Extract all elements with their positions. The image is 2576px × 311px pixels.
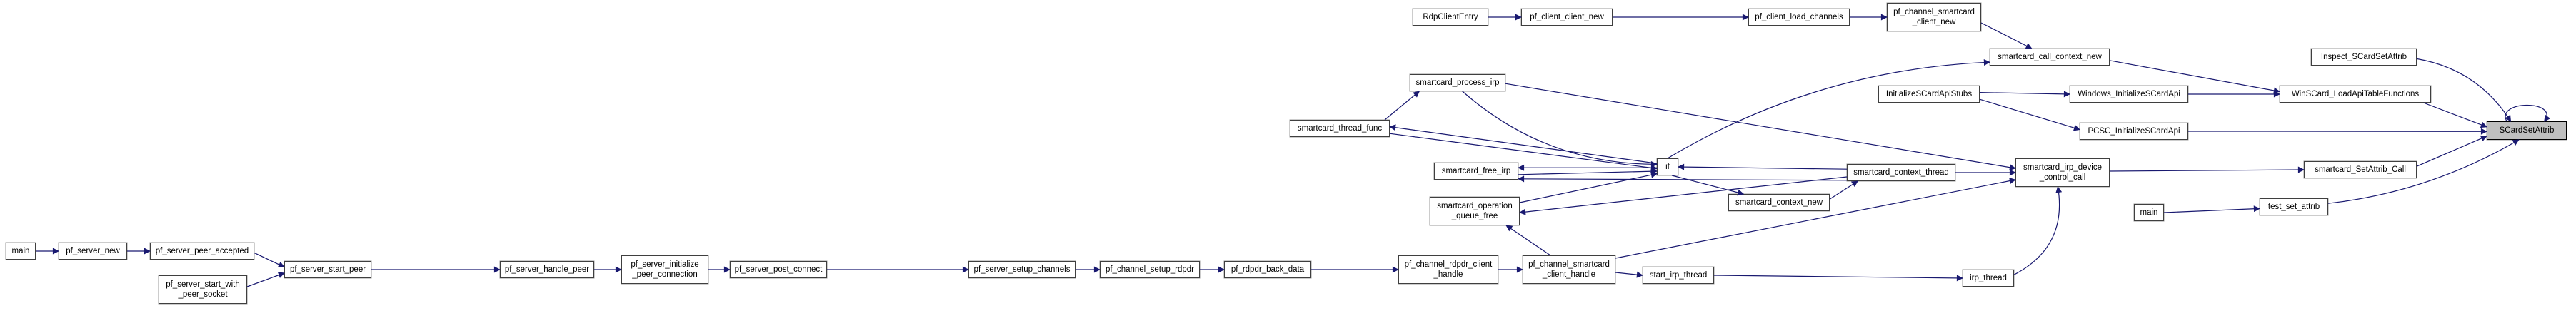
edge-if-to-smartcard_thread_func	[1389, 124, 1658, 164]
node-WinSCard_LoadApiTableFunctions[interactable]: WinSCard_LoadApiTableFunctions	[2280, 86, 2431, 103]
node-pf_client_client_new[interactable]: pf_client_client_new	[1521, 9, 1613, 26]
node-pf_channel_smartcard_client_new[interactable]: pf_channel_smartcard _client_new	[1887, 3, 1981, 31]
edge-main-test-to-test_set_attrib	[2163, 205, 2260, 213]
edge-irp_thread-to-smartcard_irp_device_control_call	[2013, 186, 2063, 275]
node-pf_server_handle_peer[interactable]: pf_server_handle_peer	[500, 261, 594, 278]
edge-smartcard_operation_queue_free-to-if	[1519, 171, 1658, 203]
node-smartcard_thread_func[interactable]: smartcard_thread_func	[1290, 120, 1390, 137]
node-Windows_InitializeSCardApi[interactable]: Windows_InitializeSCardApi	[2070, 86, 2188, 103]
node-SCardSetAttrib: SCardSetAttrib	[2487, 121, 2567, 140]
node-pf_server_new[interactable]: pf_server_new	[59, 243, 127, 260]
edge-smartcard_SetAttrib_Call-to-SCardSetAttrib	[2416, 135, 2487, 167]
edge-pf_server_start_with_peer_socket-to-pf_server_start_peer	[246, 272, 285, 287]
edge-pf_channel_smartcard_client_handle-to-start_irp_thread	[1615, 271, 1643, 278]
node-pf_server_post_connect[interactable]: pf_server_post_connect	[730, 261, 827, 278]
node-test_set_attrib[interactable]: test_set_attrib	[2260, 198, 2328, 215]
edge-smartcard_irp_device_control_call-to-smartcard_SetAttrib_Call	[2109, 166, 2305, 173]
node-pf_server_setup_channels[interactable]: pf_server_setup_channels	[968, 261, 1076, 278]
edge-pf_channel_smartcard_client_handle-to-smartcard_operation_queue_free	[1505, 225, 1551, 256]
node-main-test[interactable]: main	[2134, 204, 2164, 221]
node-pf_server_start_peer[interactable]: pf_server_start_peer	[284, 261, 371, 278]
edge-SCardSetAttrib-self-loop	[2505, 105, 2551, 122]
node-start_irp_thread[interactable]: start_irp_thread	[1643, 267, 1714, 284]
node-pf_server_start_with_peer_socket[interactable]: pf_server_start_with _peer_socket	[159, 275, 247, 304]
edge-smartcard_context_thread-to-if	[1678, 163, 1848, 170]
node-smartcard_SetAttrib_Call[interactable]: smartcard_SetAttrib_Call	[2304, 161, 2417, 178]
edge-WinSCard_LoadApiTableFunctions-to-SCardSetAttrib	[2423, 102, 2487, 128]
node-smartcard_free_irp[interactable]: smartcard_free_irp	[1434, 163, 1518, 180]
node-pf_channel_setup_rdpdr[interactable]: pf_channel_setup_rdpdr	[1100, 261, 1200, 278]
node-smartcard_process_irp[interactable]: smartcard_process_irp	[1410, 74, 1505, 91]
node-smartcard_irp_device_control_call[interactable]: smartcard_irp_device _control_call	[2015, 158, 2110, 187]
node-smartcard_operation_queue_free[interactable]: smartcard_operation _queue_free	[1430, 197, 1520, 225]
node-pf_client_load_channels[interactable]: pf_client_load_channels	[1748, 9, 1850, 26]
node-main-server[interactable]: main	[6, 243, 36, 260]
node-Inspect_SCardSetAttrib[interactable]: Inspect_SCardSetAttrib	[2311, 49, 2417, 66]
edge-smartcard_thread_func-to-if	[1389, 133, 1658, 171]
node-smartcard_context_new[interactable]: smartcard_context_new	[1728, 194, 1830, 211]
edge-if-to-smartcard_call_context_new	[1667, 59, 1990, 159]
edge-pf_channel_smartcard_client_handle-to-smartcard_irp_device_control_call	[1615, 178, 2016, 259]
node-if[interactable]: if	[1657, 158, 1678, 175]
node-pf_channel_rdpdr_client_handle[interactable]: pf_channel_rdpdr_client _handle	[1398, 255, 1498, 284]
node-smartcard_context_thread[interactable]: smartcard_context_thread	[1847, 164, 1955, 181]
edge-InitializeSCardApiStubs-to-PCSC_InitializeSCardApi	[1979, 98, 2080, 131]
node-PCSC_InitializeSCardApi[interactable]: PCSC_InitializeSCardApi	[2080, 123, 2188, 140]
edge-pf_channel_smartcard_client_new-to-smartcard_call_context_new	[1980, 22, 2033, 49]
node-InitializeSCardApiStubs[interactable]: InitializeSCardApiStubs	[1878, 86, 1980, 103]
edge-smartcard_process_irp-to-if	[1462, 91, 1658, 168]
node-smartcard_call_context_new[interactable]: smartcard_call_context_new	[1990, 49, 2110, 66]
node-pf_channel_smartcard_client_handle[interactable]: pf_channel_smartcard _client_handle	[1523, 255, 1615, 284]
node-RdpClientEntry[interactable]: RdpClientEntry	[1413, 9, 1488, 26]
node-pf_server_initialize_peer_connection[interactable]: pf_server_initialize _peer_connection	[621, 255, 708, 284]
edge-if-to-smartcard_context_new	[1671, 175, 1745, 196]
node-pf_rdpdr_back_data[interactable]: pf_rdpdr_back_data	[1224, 261, 1311, 278]
edge-smartcard_context_new-to-smartcard_context_thread	[1829, 180, 1858, 200]
node-irp_thread[interactable]: irp_thread	[1963, 270, 2014, 287]
edge-start_irp_thread-to-irp_thread	[1713, 275, 1963, 282]
edge-pf_server_peer_accepted-to-pf_server_start_peer	[254, 252, 285, 267]
node-pf_server_peer_accepted[interactable]: pf_server_peer_accepted	[150, 243, 254, 260]
edge-smartcard_context_thread-to-smartcard_free_irp	[1518, 175, 1848, 183]
edge-smartcard_thread_func-to-smartcard_process_irp	[1384, 91, 1420, 121]
edge-smartcard_free_irp-to-if	[1518, 168, 1658, 175]
edge-InitializeSCardApiStubs-to-Windows_InitializeSCardApi	[1979, 91, 2070, 98]
